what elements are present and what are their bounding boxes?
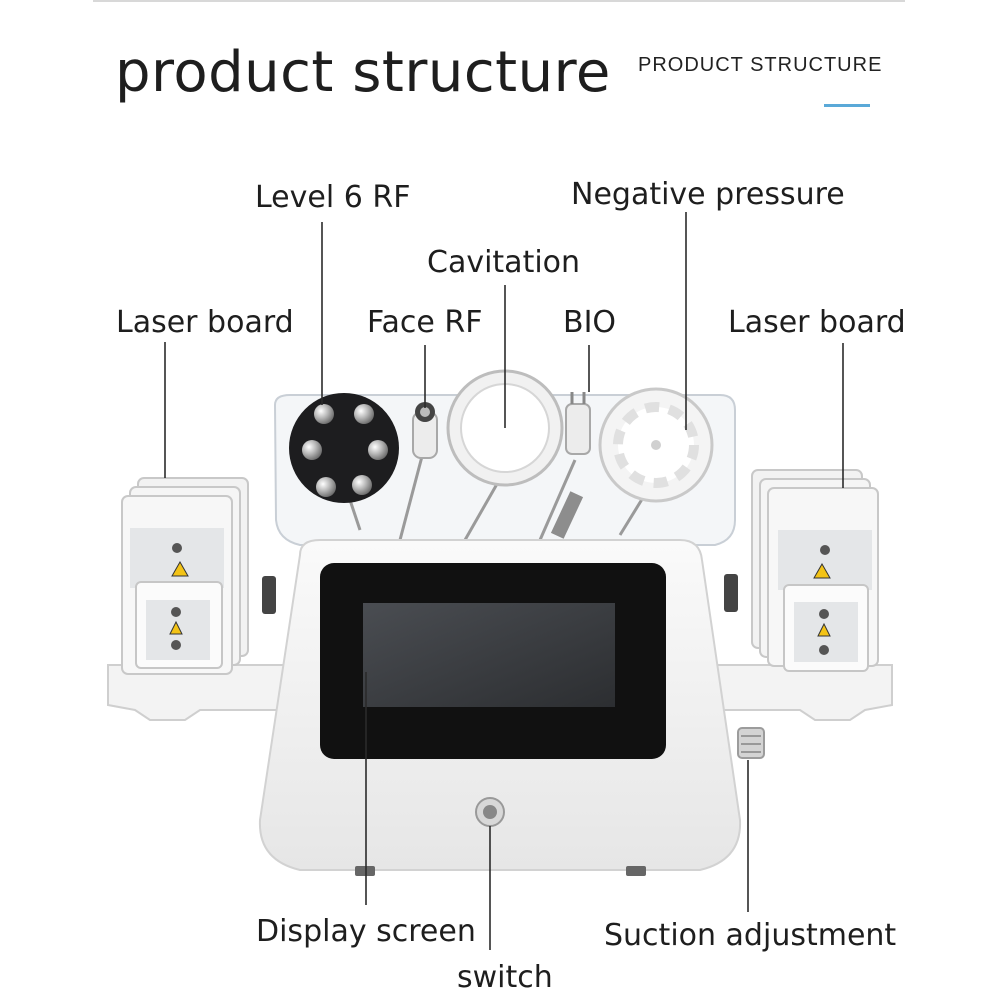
laser-board-right: [751, 469, 879, 672]
left-side-connector: [262, 576, 276, 614]
callout-display-screen: Display screen: [256, 914, 476, 949]
accent-bar: [824, 104, 870, 107]
callout-cavitation: Cavitation: [427, 245, 581, 280]
callout-negative-pressure: Negative pressure: [571, 177, 845, 212]
bio-handpiece: [550, 392, 591, 539]
callout-switch: switch: [457, 960, 553, 995]
callout-lines: [164, 212, 844, 950]
power-switch: [475, 797, 505, 827]
callout-level-6-rf: Level 6 RF: [255, 180, 411, 215]
callout-bio: BIO: [563, 305, 617, 340]
display-screen: [320, 563, 666, 759]
face-rf-handpiece: [412, 402, 438, 459]
page-subtitle: PRODUCT STRUCTURE: [638, 54, 883, 76]
right-side-connector: [724, 574, 738, 612]
callout-suction-adjustment: Suction adjustment: [604, 918, 897, 953]
suction-knob: [737, 727, 765, 759]
callout-face-rf: Face RF: [367, 305, 483, 340]
level-6-rf-handpiece: [289, 393, 399, 503]
top-divider: [93, 0, 905, 2]
callout-laser-board-left: Laser board: [116, 305, 294, 340]
laser-board-left: [121, 477, 249, 675]
callout-laser-board-right: Laser board: [728, 305, 906, 340]
page-title: product structure: [115, 40, 611, 105]
negative-pressure-handpiece: [598, 387, 714, 503]
